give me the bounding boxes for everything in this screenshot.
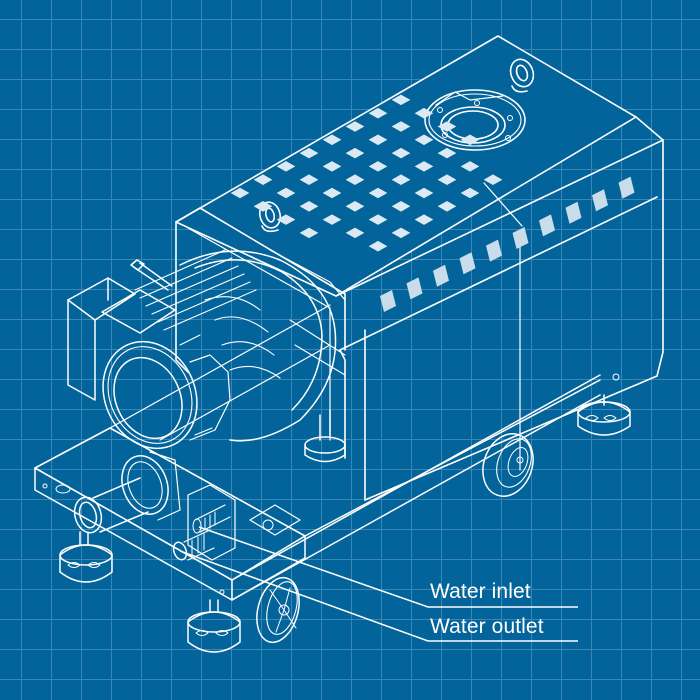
vent-cell [345, 201, 365, 212]
vent-cell [483, 174, 503, 185]
vent-cell [460, 187, 480, 199]
leveling-foot-mid [304, 409, 346, 463]
vent-cell [368, 187, 388, 199]
vent-cell [460, 161, 480, 172]
leveling-foot-rear-right [577, 373, 631, 436]
callout-water-outlet: Water outlet [430, 615, 544, 638]
vent-cell [345, 227, 365, 239]
vent-cell [414, 161, 434, 172]
side-vent-slot [406, 277, 423, 300]
side-vent-slot [565, 201, 582, 224]
vent-cell [299, 227, 319, 239]
vent-cell [322, 134, 342, 146]
caster-wheel-rear [482, 433, 534, 497]
vent-cell [437, 121, 457, 132]
vent-cell [253, 201, 273, 212]
vent-cell [437, 147, 457, 159]
vent-cell [391, 147, 411, 159]
vent-cell [391, 94, 411, 106]
vent-cell [460, 134, 480, 146]
callout-water-inlet: Water inlet [430, 580, 531, 603]
side-vent-slot [459, 252, 476, 275]
vent-cell [299, 174, 319, 185]
side-vent-slot [433, 264, 449, 287]
vent-cell [299, 201, 319, 212]
inlet-flange [102, 334, 231, 450]
vent-cell [391, 174, 411, 185]
vent-cell [345, 121, 365, 132]
vent-cell [322, 187, 342, 199]
vent-cell [276, 214, 296, 225]
leader-line-water-outlet [179, 550, 578, 642]
vent-cell [368, 134, 388, 146]
vent-cell [322, 161, 342, 172]
vent-cell [391, 227, 411, 239]
leveling-foot-front-right [187, 599, 241, 653]
side-vent-slot [618, 176, 635, 199]
water-connector-outlet [172, 529, 215, 561]
vent-cell [230, 187, 250, 199]
vent-cell [414, 107, 434, 119]
motor-block [67, 249, 346, 442]
lifting-eye-rear [509, 58, 535, 93]
vent-cell [345, 147, 365, 159]
side-vent-slot [592, 189, 608, 212]
side-vent-slot [512, 227, 529, 249]
vent-cell [391, 121, 411, 132]
vent-cell [368, 214, 388, 225]
vent-cell [299, 147, 319, 159]
top-vent-grid [230, 94, 503, 252]
vent-cell [368, 161, 388, 172]
vent-cell [253, 174, 273, 185]
vent-cell [368, 240, 388, 252]
vent-cell [276, 161, 296, 172]
vent-cell [437, 201, 457, 212]
vent-cell [391, 201, 411, 212]
side-vent-slot [539, 214, 555, 237]
vent-cell [368, 107, 388, 119]
leader-line-water-inlet [198, 526, 578, 608]
caster-wheel-front [256, 576, 300, 644]
vent-cell [414, 214, 434, 225]
side-vent-slot [380, 290, 396, 312]
vent-cell [345, 174, 365, 185]
vent-cell [322, 214, 342, 225]
vent-cell [437, 174, 457, 185]
base-frame [34, 304, 601, 601]
vent-cell [276, 187, 296, 199]
vent-cell [414, 134, 434, 146]
vent-cell [414, 187, 434, 199]
side-vent-row [380, 176, 635, 312]
exhaust-pipe [73, 451, 181, 534]
leveling-foot-front-left [59, 531, 113, 583]
side-vent-slot [486, 239, 502, 262]
